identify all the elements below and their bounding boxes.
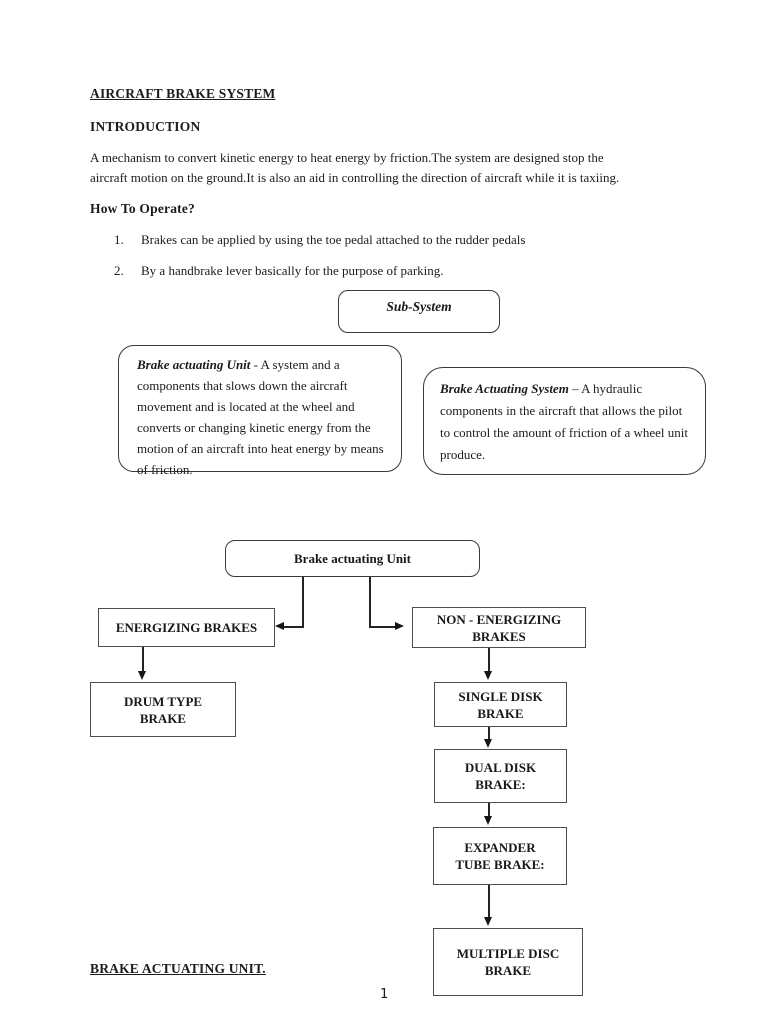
connector-line — [488, 727, 490, 740]
callout-body: - A system and a components that slows d… — [137, 357, 384, 477]
energizing-brakes-box: ENERGIZING BRAKES — [98, 608, 275, 647]
connector-line — [488, 885, 490, 918]
connector-line — [302, 577, 304, 628]
callout-lead: Brake actuating Unit — [137, 357, 251, 372]
arrowhead-right-icon — [395, 622, 404, 630]
subsystem-header-box: Sub-System — [338, 290, 500, 333]
drum-type-brake-box: DRUM TYPE BRAKE — [90, 682, 236, 737]
introduction-paragraph: A mechanism to convert kinetic energy to… — [90, 148, 720, 188]
page-number: 1 — [379, 986, 389, 1002]
subsystem-header-label: Sub-System — [386, 299, 452, 314]
callout-body: – A hydraulic components in the aircraft… — [440, 381, 689, 462]
arrowhead-left-icon — [275, 622, 284, 630]
step-number: 1. — [114, 232, 124, 247]
brake-actuating-system-callout: Brake Actuating System – A hydraulic com… — [423, 367, 706, 475]
arrowhead-down-icon — [484, 816, 492, 825]
introduction-line-2: aircraft motion on the ground.It is also… — [90, 170, 620, 185]
step-text: Brakes can be applied by using the toe p… — [141, 232, 526, 247]
introduction-heading: INTRODUCTION — [90, 119, 201, 134]
callout-lead: Brake Actuating System — [440, 381, 569, 396]
step-number: 2. — [114, 263, 124, 278]
non-energizing-brakes-box: NON - ENERGIZING BRAKES — [412, 607, 586, 648]
connector-line — [142, 647, 144, 672]
brake-actuating-unit-heading: BRAKE ACTUATING UNIT. — [90, 961, 266, 976]
connector-line — [284, 626, 303, 628]
connector-line — [488, 648, 490, 672]
connector-line — [369, 577, 371, 628]
how-to-operate-heading: How To Operate? — [90, 201, 196, 216]
introduction-line-1: A mechanism to convert kinetic energy to… — [90, 150, 604, 165]
single-disk-brake-box: SINGLE DISK BRAKE — [434, 682, 567, 727]
doc-title: AIRCRAFT BRAKE SYSTEM — [90, 86, 276, 101]
connector-line — [369, 626, 396, 628]
arrowhead-down-icon — [138, 671, 146, 680]
brake-actuating-unit-callout: Brake actuating Unit - A system and a co… — [118, 345, 402, 477]
arrowhead-down-icon — [484, 671, 492, 680]
arrowhead-down-icon — [484, 739, 492, 748]
expander-tube-brake-box: EXPANDER TUBE BRAKE: — [433, 827, 567, 885]
multiple-disc-brake-box: MULTIPLE DISC BRAKE — [433, 928, 583, 996]
connector-line — [488, 803, 490, 817]
diagram-root-box: Brake actuating Unit — [225, 540, 480, 577]
arrowhead-down-icon — [484, 917, 492, 926]
step-text: By a handbrake lever basically for the p… — [141, 263, 444, 278]
dual-disk-brake-box: DUAL DISK BRAKE: — [434, 749, 567, 803]
